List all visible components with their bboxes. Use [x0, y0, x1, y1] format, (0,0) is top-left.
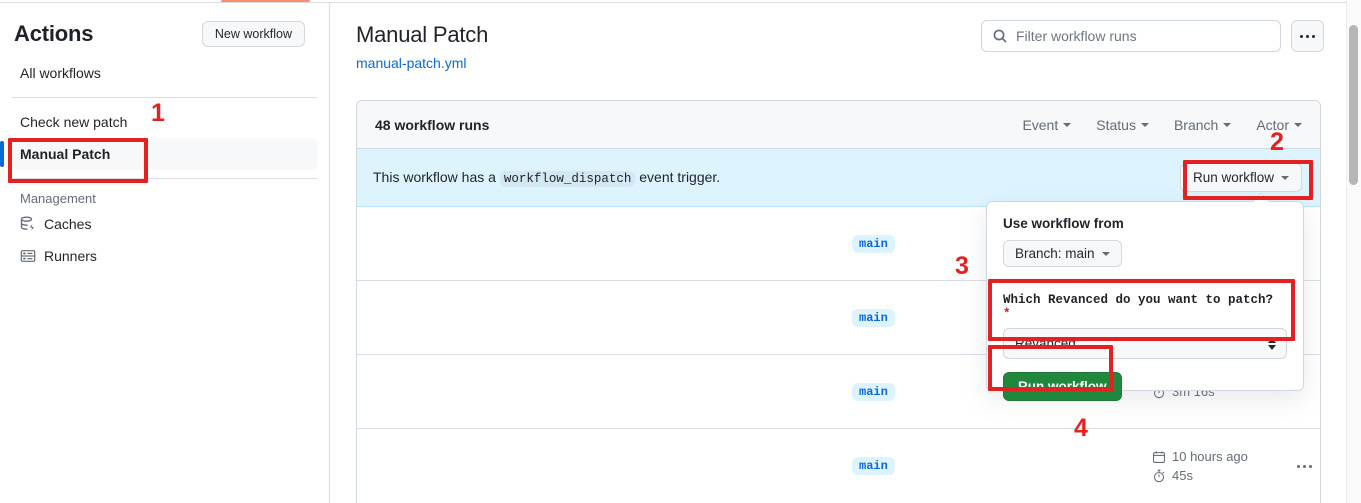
sidebar-management-list: Caches Runners	[0, 208, 329, 272]
chevron-down-icon	[1223, 122, 1232, 127]
select-arrows-icon	[1268, 337, 1276, 350]
scrollbar-thumb[interactable]	[1349, 25, 1358, 185]
popover-body: Use workflow from Branch: main Which Rev…	[987, 202, 1303, 401]
runs-filters: Event Status Branch Actor	[1022, 117, 1302, 133]
page-scrollbar[interactable]	[1346, 0, 1361, 503]
dispatch-banner-text: This workflow has a workflow_dispatch ev…	[373, 169, 721, 187]
branch-badge: main	[852, 382, 895, 401]
workflow-file-link[interactable]: manual-patch.yml	[356, 55, 467, 71]
filter-event-label: Event	[1022, 116, 1059, 133]
chevron-down-icon	[1063, 122, 1072, 127]
sidebar-title: Actions	[14, 21, 94, 46]
run-duration: 45s	[1152, 468, 1248, 483]
branch-select-label: Branch: main	[1015, 246, 1095, 261]
branch-badge: main	[852, 234, 895, 253]
run-workflow-submit-button[interactable]: Run workflow	[1003, 372, 1122, 401]
filter-status[interactable]: Status	[1096, 117, 1149, 133]
chevron-down-icon	[1101, 251, 1110, 256]
input-field-label: Which Revanced do you want to patch? *	[1003, 293, 1287, 321]
table-row[interactable]: main	[357, 207, 1320, 281]
sidebar-workflow-list: All workflows	[0, 57, 329, 89]
sidebar-item-manual-patch[interactable]: Manual Patch	[0, 138, 317, 170]
sidebar-header: Actions New workflow	[0, 3, 329, 57]
filter-status-label: Status	[1096, 116, 1136, 133]
branch-badge: main	[852, 457, 895, 475]
revanced-select-value: Revanced	[1015, 336, 1076, 351]
run-workflow-dropdown-label: Run workflow	[1192, 170, 1274, 185]
workflow-runs-count: 48 workflow runs	[375, 116, 490, 133]
filter-branch[interactable]: Branch	[1173, 116, 1232, 133]
branch-select-button[interactable]: Branch: main	[1003, 240, 1122, 267]
input-field-label-text: Which Revanced do you want to patch?	[1003, 293, 1274, 307]
table-row[interactable]: main	[357, 281, 1320, 355]
chevron-down-icon	[1294, 122, 1302, 127]
sidebar-item-label: Manual Patch	[20, 146, 111, 162]
branch-badge: main	[852, 308, 895, 327]
server-icon	[20, 248, 36, 264]
sidebar-item-caches[interactable]: Caches	[12, 208, 317, 240]
calendar-icon	[1153, 450, 1165, 463]
filter-actor[interactable]: Actor	[1256, 117, 1302, 133]
sidebar-item-label: Runners	[44, 248, 97, 264]
dispatch-prefix: This workflow has a	[373, 169, 496, 185]
header-divider	[0, 2, 1361, 3]
sidebar-group-management-label: Management	[20, 191, 96, 206]
dispatch-event-code: workflow_dispatch	[499, 171, 636, 187]
revanced-select[interactable]: Revanced	[1003, 328, 1287, 359]
search-icon	[993, 29, 1007, 43]
page-title: Manual Patch	[356, 22, 489, 47]
run-workflow-popover: Use workflow from Branch: main Which Rev…	[986, 192, 1304, 401]
sidebar-item-runners[interactable]: Runners	[12, 240, 317, 272]
filter-actor-label: Actor	[1256, 116, 1289, 133]
sidebar-item-label: Check new patch	[20, 114, 128, 130]
sidebar-workflow-list-2: Check new patch Manual Patch	[0, 106, 329, 170]
sidebar-divider-2	[12, 178, 317, 179]
chevron-down-icon	[1140, 122, 1149, 127]
use-workflow-from-label: Use workflow from	[1003, 216, 1124, 231]
run-duration-label: 45s	[1172, 468, 1193, 483]
active-tab-underline	[221, 0, 310, 3]
search-input[interactable]	[1016, 28, 1270, 44]
sidebar-item-label: All workflows	[20, 65, 101, 81]
new-workflow-button[interactable]: New workflow	[201, 21, 305, 47]
row-options-button[interactable]	[1297, 464, 1312, 468]
run-timestamp-label: 10 hours ago	[1172, 449, 1248, 464]
workflow-options-button[interactable]	[1291, 20, 1324, 52]
run-workflow-dropdown-button[interactable]: Run workflow	[1179, 163, 1302, 192]
popover-divider	[1003, 280, 1287, 281]
runs-card-header: 48 workflow runs Event Status Branch	[357, 101, 1320, 149]
sidebar-item-all-workflows[interactable]: All workflows	[12, 57, 317, 89]
run-timestamp: 10 hours ago	[1152, 449, 1248, 464]
table-row[interactable]: main 10 hours ago	[357, 429, 1320, 503]
sidebar-item-label: Caches	[44, 216, 92, 232]
sidebar: Actions New workflow All workflows Check…	[0, 3, 330, 503]
search-box[interactable]	[981, 20, 1281, 52]
kebab-icon	[1300, 34, 1315, 38]
dispatch-suffix: event trigger.	[639, 169, 721, 185]
filter-branch-label: Branch	[1173, 116, 1219, 133]
sidebar-divider-1	[12, 97, 317, 98]
sidebar-item-check-new-patch[interactable]: Check new patch	[12, 106, 317, 138]
chevron-down-icon	[1281, 175, 1289, 180]
stopwatch-icon	[1153, 469, 1165, 482]
filter-event[interactable]: Event	[1022, 116, 1072, 133]
cache-icon	[20, 216, 36, 232]
run-meta: 10 hours ago 45s	[1152, 449, 1248, 483]
required-marker: *	[1003, 307, 1011, 321]
workflow-dispatch-banner: This workflow has a workflow_dispatch ev…	[357, 149, 1320, 207]
